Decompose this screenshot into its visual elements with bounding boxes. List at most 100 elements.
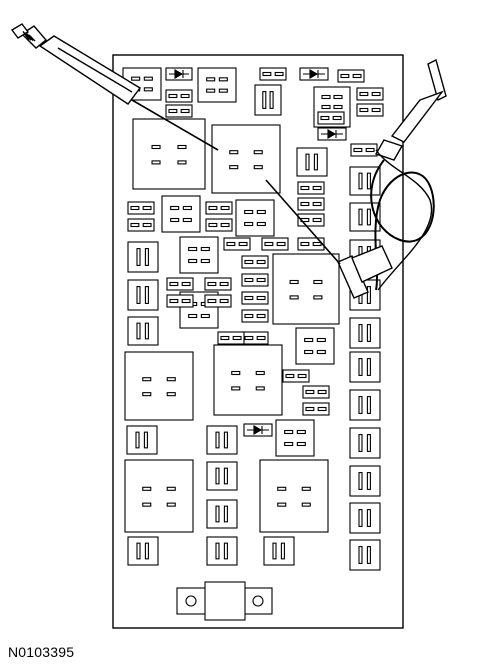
relay-terminal — [296, 441, 306, 447]
mini-fuse — [350, 143, 378, 157]
fuse-blade — [358, 208, 363, 226]
mini-fuse-contact — [264, 241, 274, 247]
mini-fuse-contact — [130, 205, 140, 211]
large-relay — [124, 351, 194, 421]
mini-fuse — [223, 237, 251, 251]
diode — [165, 67, 193, 81]
mini-fuse-contact — [142, 205, 152, 211]
relay-terminal — [143, 87, 153, 92]
fuse-blade — [366, 509, 371, 527]
relay-terminal — [284, 441, 294, 447]
test-light-probe — [10, 23, 219, 151]
relay-terminal — [142, 377, 152, 382]
mini-fuse-contact — [181, 298, 191, 304]
diode — [299, 67, 329, 81]
fuse-blade — [366, 472, 371, 490]
fuse-blade — [366, 358, 371, 376]
diode-arrow — [174, 69, 184, 79]
maxi-fuse-bolt — [252, 595, 264, 607]
relay-terminal — [200, 313, 210, 319]
mini-fuse — [165, 89, 193, 103]
diode-arrow — [327, 129, 337, 139]
relay-terminal — [313, 279, 323, 285]
fuse-blade — [366, 208, 371, 226]
relay-terminal — [206, 88, 216, 93]
mini-fuse — [282, 369, 310, 383]
mini-fuse-contact — [226, 241, 236, 247]
fuse-blade — [269, 91, 274, 109]
fuse-blade — [272, 542, 277, 560]
relay-terminal — [244, 221, 254, 227]
fuse-blade — [358, 472, 363, 490]
fuse-blade — [358, 546, 363, 564]
lead-wire-inner — [375, 149, 433, 291]
relay-terminal — [170, 217, 180, 223]
maxi-fuse — [176, 581, 273, 621]
relay-terminal — [289, 295, 299, 300]
fuse-blade — [223, 505, 228, 523]
fuse-blade — [223, 431, 228, 449]
mini-fuse-contact — [340, 73, 350, 79]
mini-fuse — [241, 273, 269, 287]
fuse — [127, 241, 159, 273]
large-relay — [124, 459, 194, 533]
relay-terminal — [301, 486, 311, 491]
relay-terminal — [166, 502, 176, 507]
mini-fuse — [166, 294, 194, 308]
fuse-blade — [136, 286, 141, 304]
relay-terminal — [296, 429, 306, 435]
relay-terminal — [256, 221, 266, 227]
mini-fuse — [127, 218, 155, 232]
fuse-blade — [280, 542, 285, 560]
relay-terminal — [200, 246, 210, 252]
large-relay — [259, 459, 329, 533]
mini-relay — [161, 195, 201, 233]
relay-terminal — [143, 76, 153, 81]
mini-relay — [275, 419, 315, 457]
diode — [243, 423, 273, 437]
large-relay — [213, 344, 283, 416]
fuse — [349, 166, 381, 196]
mini-relay — [197, 67, 237, 103]
fuse-blade — [358, 509, 363, 527]
relay-terminal — [316, 337, 326, 343]
mini-fuse-contact — [169, 281, 179, 287]
mini-fuse — [204, 277, 232, 291]
relay-terminal — [333, 104, 343, 110]
mini-fuse-contact — [359, 107, 369, 113]
mini-fuse-contact — [220, 222, 230, 228]
diode-arrow — [253, 425, 263, 435]
mini-fuse-contact — [359, 91, 369, 97]
fuse-blade — [305, 153, 310, 171]
large-relay — [211, 124, 281, 194]
relay-terminal — [151, 144, 161, 150]
relay-terminal — [229, 165, 239, 170]
mini-fuse-contact — [352, 73, 362, 79]
mini-fuse-contact — [219, 281, 229, 287]
probe-cap-end — [10, 23, 30, 39]
mini-fuse — [297, 197, 325, 211]
relay-terminal — [200, 258, 210, 264]
mini-fuse-contact — [305, 406, 315, 412]
probe-grip-line — [26, 33, 34, 42]
mini-fuse-contact — [181, 281, 191, 287]
mini-fuse-contact — [219, 298, 229, 304]
relay-terminal — [188, 313, 198, 319]
mini-fuse-contact — [365, 147, 375, 153]
mini-fuse — [204, 294, 232, 308]
meter-lead-probe — [265, 58, 447, 299]
relay-terminal — [177, 144, 187, 150]
relay-terminal — [321, 94, 331, 100]
lead-plug-tip — [427, 58, 447, 102]
mini-fuse-contact — [371, 91, 381, 97]
mini-fuse — [241, 331, 269, 345]
mini-fuse-contact — [262, 71, 272, 77]
fuse-blade — [215, 542, 220, 560]
mini-fuse-contact — [320, 115, 330, 121]
mini-fuse-contact — [300, 241, 310, 247]
diode — [317, 127, 347, 141]
relay-terminal — [304, 349, 314, 355]
fuse-blade — [366, 434, 371, 452]
relay-terminal — [255, 386, 265, 391]
fuse — [206, 536, 238, 566]
